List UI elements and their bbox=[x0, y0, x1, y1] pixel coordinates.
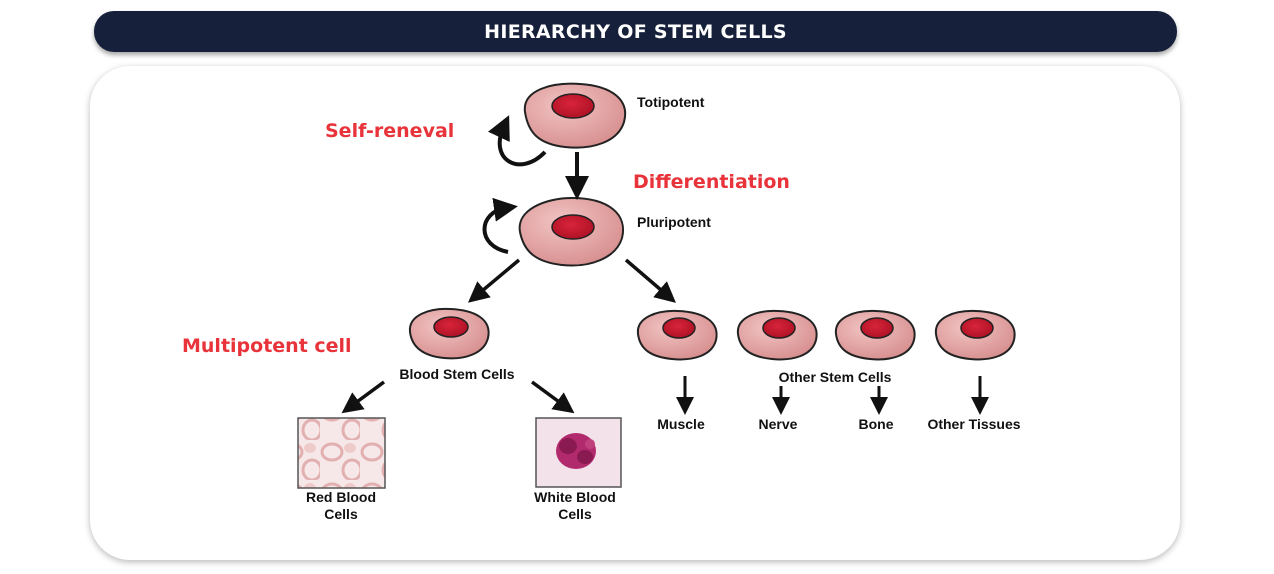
differentiation-annotation: Differentiation bbox=[633, 171, 790, 193]
other-stem-cell-3 bbox=[834, 309, 916, 361]
blood-stem-cell bbox=[408, 307, 490, 360]
other-stem-cell-1 bbox=[636, 309, 718, 361]
red-blood-label-line1: Red Blood bbox=[306, 489, 376, 505]
other-tissues-label: Other Tissues bbox=[927, 416, 1020, 432]
red-blood-label-line2: Cells bbox=[324, 506, 358, 522]
nerve-label: Nerve bbox=[759, 416, 798, 432]
white-blood-label-line1: White Blood bbox=[534, 489, 616, 505]
red-blood-cells-image bbox=[297, 417, 386, 489]
white-blood-label-line2: Cells bbox=[558, 506, 592, 522]
pluripotent-cell bbox=[518, 196, 625, 267]
totipotent-label: Totipotent bbox=[637, 94, 705, 110]
pluripotent-renewal-arrow-icon bbox=[482, 197, 518, 254]
totipotent-cell bbox=[523, 82, 627, 149]
bone-label: Bone bbox=[859, 416, 894, 432]
self-renewal-annotation: Self-reneval bbox=[325, 120, 454, 142]
title-bar: HIERARCHY OF STEM CELLS bbox=[94, 11, 1177, 52]
self-renewal-arrow-icon bbox=[488, 115, 547, 167]
page-title: HIERARCHY OF STEM CELLS bbox=[484, 20, 787, 43]
diagram-card bbox=[90, 66, 1180, 560]
other-stem-cell-2 bbox=[736, 309, 818, 361]
arrow-to-rbc-icon bbox=[341, 380, 386, 414]
pluripotent-label: Pluripotent bbox=[637, 214, 711, 230]
muscle-label: Muscle bbox=[657, 416, 705, 432]
multipotent-annotation: Multipotent cell bbox=[182, 335, 352, 357]
arrow-to-other-stem-icon bbox=[624, 258, 676, 303]
arrow-to-blood-stem-icon bbox=[467, 258, 521, 303]
white-blood-cell-image bbox=[535, 417, 622, 488]
other-stem-cell-4 bbox=[934, 309, 1016, 361]
arrow-to-wbc-icon bbox=[530, 380, 575, 414]
other-stem-cells-label: Other Stem Cells bbox=[779, 369, 892, 385]
blood-stem-cells-label: Blood Stem Cells bbox=[399, 366, 514, 382]
